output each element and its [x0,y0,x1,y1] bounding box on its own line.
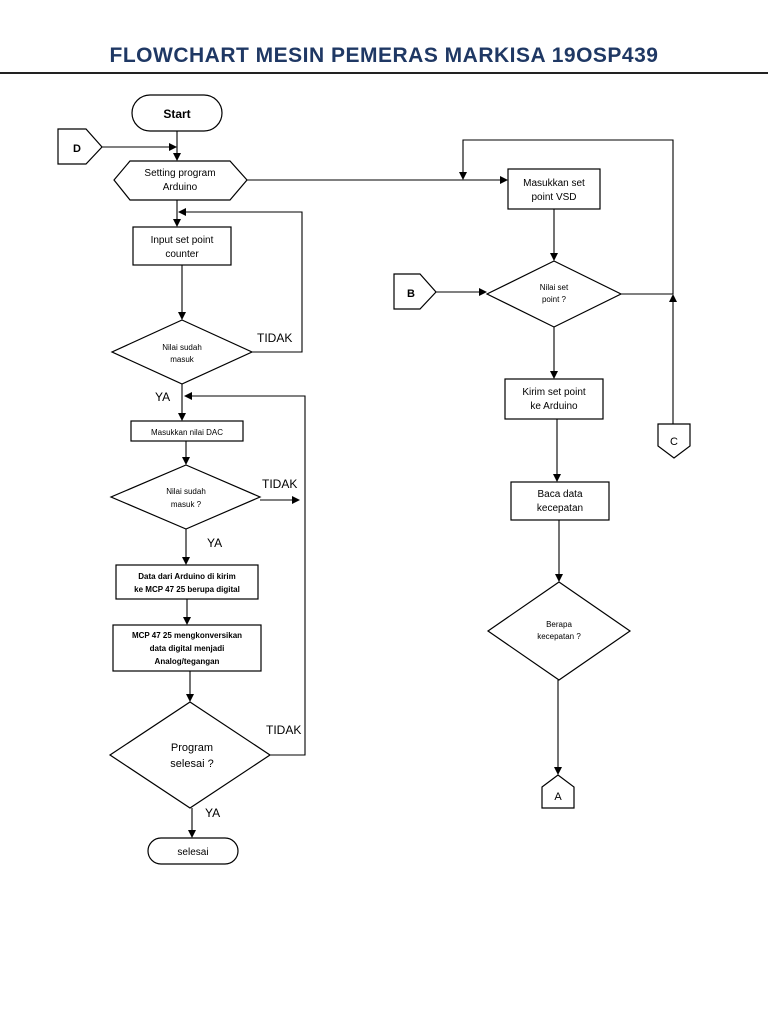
mcp-konversi-line2: data digital menjadi [150,644,225,653]
connector-b: B [393,273,437,310]
title-underline [0,72,768,74]
connector-a-label: A [554,791,562,803]
program-selesai-line2: selesai ? [170,758,213,770]
mcp-konversi-process: MCP 47 25 mengkonversikan data digital m… [112,624,262,672]
connector-a: A [541,774,575,809]
connector-b-label: B [407,288,415,300]
baca-data-process: Baca data kecepatan [510,481,610,521]
mcp-konversi-line3: Analog/tegangan [155,657,220,666]
program-selesai-line1: Program [171,742,213,754]
branch-label-ya-2: YA [207,536,222,550]
nilai-set-point-decision: Nilai set point ? [485,260,623,328]
masukkan-set-point-vsd-process: Masukkan set point VSD [507,168,601,210]
setting-program-line2: Arduino [163,182,198,193]
nilai-sudah-masuk-line2: masuk [170,355,195,364]
data-dari-arduino-process: Data dari Arduino di kirim ke MCP 47 25 … [115,564,259,600]
branch-label-ya-1: YA [155,390,170,404]
input-set-point-line2: counter [165,249,199,260]
connector-d: D [57,128,103,165]
connector-c: C [657,423,691,459]
selesai-terminator: selesai [147,837,239,865]
masukkan-set-point-vsd-line1: Masukkan set [523,178,585,189]
kirim-set-point-line1: Kirim set point [522,387,586,398]
setting-program-preparation: Setting program Arduino [113,160,248,201]
berapa-kecepatan-line2: kecepatan ? [537,632,581,641]
masukkan-set-point-vsd-line2: point VSD [531,192,576,203]
branch-label-tidak-3: TIDAK [266,723,301,737]
input-set-point-line1: Input set point [151,235,214,246]
branch-label-tidak-2: TIDAK [262,477,297,491]
start-label: Start [163,107,190,121]
nilai-sudah-masuk-decision: Nilai sudah masuk [110,319,254,385]
data-dari-arduino-line2: ke MCP 47 25 berupa digital [134,585,240,594]
nilai-set-point-line1: Nilai set [540,283,569,292]
mcp-konversi-line1: MCP 47 25 mengkonversikan [132,631,242,640]
nilai-sudah-masuk-q-line1: Nilai sudah [166,487,206,496]
masukkan-nilai-dac-process: Masukkan nilai DAC [130,420,244,442]
connector-c-label: C [670,436,678,448]
input-set-point-process: Input set point counter [132,226,232,266]
masukkan-nilai-dac-label: Masukkan nilai DAC [151,428,223,437]
berapa-kecepatan-decision: Berapa kecepatan ? [486,581,632,681]
kirim-set-point-process: Kirim set point ke Arduino [504,378,604,420]
data-dari-arduino-line1: Data dari Arduino di kirim [138,572,236,581]
branch-label-tidak-1: TIDAK [257,331,292,345]
selesai-label: selesai [177,847,208,858]
berapa-kecepatan-line1: Berapa [546,620,572,629]
program-selesai-decision: Program selesai ? [108,701,272,809]
nilai-sudah-masuk-q-line2: masuk ? [171,500,202,509]
branch-label-ya-3: YA [205,806,220,820]
connector-lines-right [247,139,677,775]
page-title: FLOWCHART MESIN PEMERAS MARKISA 19OSP439 [109,44,659,67]
start-terminator: Start [131,94,223,132]
baca-data-line1: Baca data [537,489,582,500]
nilai-sudah-masuk-line1: Nilai sudah [162,343,202,352]
baca-data-line2: kecepatan [537,503,583,514]
connector-d-label: D [73,143,81,155]
nilai-sudah-masuk-q-decision: Nilai sudah masuk ? [109,464,262,530]
connector-lines-left [102,131,306,838]
kirim-set-point-line2: ke Arduino [530,401,578,412]
nilai-set-point-line2: point ? [542,295,567,304]
setting-program-line1: Setting program [144,168,215,179]
